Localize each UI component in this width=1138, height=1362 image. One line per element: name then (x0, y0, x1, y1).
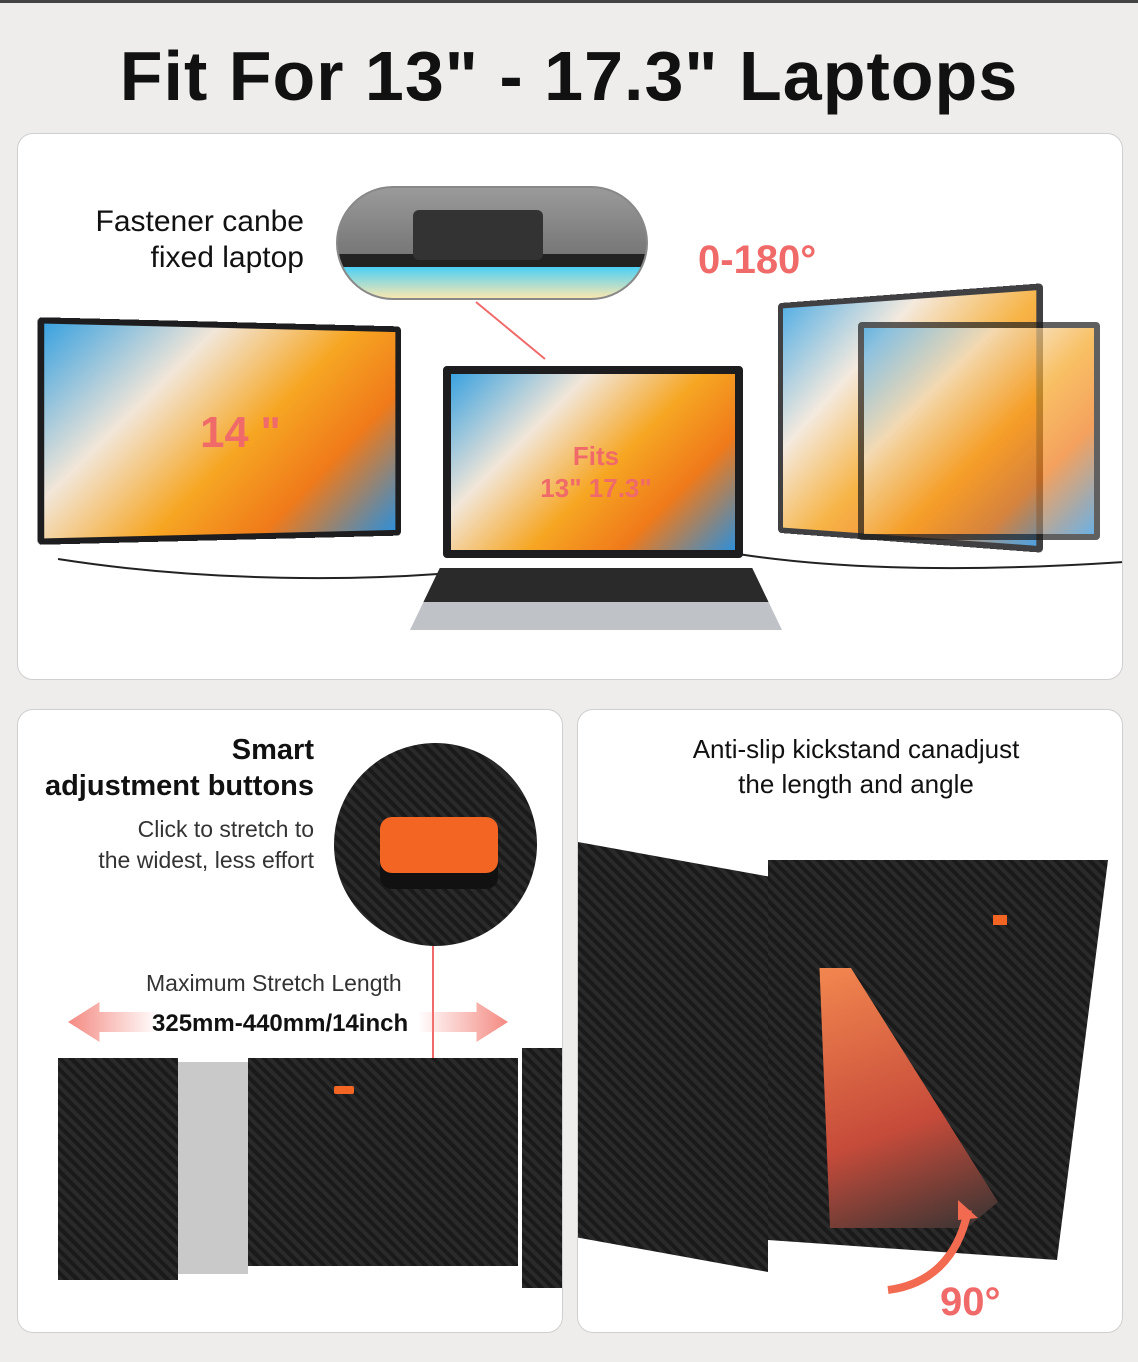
left-monitor: 14 " (37, 317, 401, 545)
monitor-back-center (248, 1058, 518, 1266)
page-title: Fit For 13" - 17.3" Laptops (119, 37, 1019, 115)
adjustment-heading: Smart adjustment buttons (28, 732, 314, 804)
adjustment-desc: Click to stretch to the widest, less eff… (28, 814, 314, 876)
left-arrow-icon (68, 1002, 158, 1042)
desc-line2: the widest, less effort (98, 847, 314, 873)
kickstand-panel: Anti-slip kickstand canadjust the length… (577, 709, 1123, 1333)
left-size-label: 14 " (200, 407, 281, 458)
caption-line1: Anti-slip kickstand canadjust (692, 734, 1020, 764)
adjustment-panel: Smart adjustment buttons Click to stretc… (17, 709, 563, 1333)
center-fits-label: Fits 13" 17.3" (521, 440, 671, 504)
pointer-line (57, 301, 1122, 580)
rotation-label: 0-180° (698, 238, 817, 282)
orange-button-small (993, 915, 1007, 925)
stretch-value: 325mm-440mm/14inch (152, 1010, 409, 1037)
laptop-keyboard (410, 568, 782, 630)
angle-arrow-icon (887, 1200, 978, 1294)
heading-line1: Smart (231, 734, 314, 766)
top-panel: Fastener canbe fixed laptop 0-180° 14 " … (17, 133, 1123, 680)
desc-line1: Click to stretch to (137, 816, 314, 842)
kickstand-caption: Anti-slip kickstand canadjust the length… (578, 732, 1122, 802)
fastener-line1: Fastener canbe (95, 205, 304, 238)
slide-rail (178, 1062, 248, 1274)
monitor-back-side (578, 842, 768, 1272)
top-border (0, 0, 1138, 3)
right-monitor (858, 322, 1100, 540)
button-closeup (334, 743, 537, 946)
caption-line2: the length and angle (738, 769, 974, 799)
stretch-label: Maximum Stretch Length (146, 970, 402, 996)
fastener-closeup (336, 186, 648, 300)
orange-button-small (334, 1086, 354, 1094)
angle-label: 90° (940, 1280, 1001, 1324)
orange-button (380, 817, 498, 873)
fastener-caption: Fastener canbe fixed laptop (78, 204, 304, 276)
monitor-back-right (522, 1048, 562, 1288)
fits-text: Fits (572, 441, 620, 471)
heading-line2: adjustment buttons (44, 770, 314, 802)
center-laptop-screen: Fits 13" 17.3" (443, 366, 743, 558)
fastener-line2: fixed laptop (150, 241, 304, 274)
fits-range: 13" 17.3" (540, 473, 652, 503)
fastener-clip (413, 210, 543, 260)
monitor-back-left (58, 1058, 178, 1280)
